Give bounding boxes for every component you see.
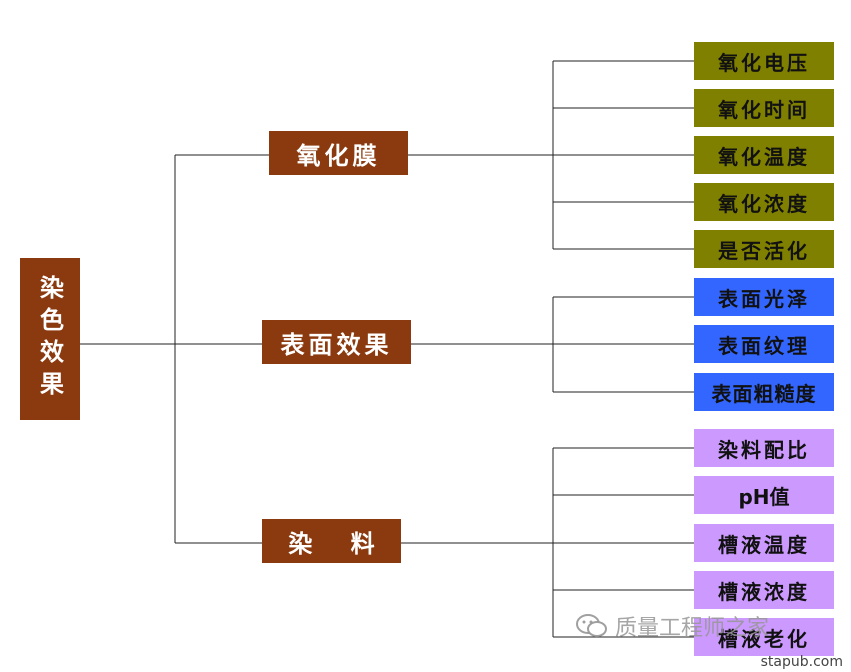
leaf-node: 染料配比 — [694, 429, 834, 467]
leaf-node: pH值 — [694, 476, 834, 514]
watermark-text: 质量工程师之家 — [615, 616, 770, 641]
leaf-node: 表面光泽 — [694, 278, 834, 316]
leaf-node: 氧化时间 — [694, 89, 834, 127]
branch-node-surface-effect: 表面效果 — [262, 320, 411, 364]
leaf-node: 表面纹理 — [694, 325, 834, 363]
leaf-node: 氧化温度 — [694, 136, 834, 174]
leaf-node: 氧化电压 — [694, 42, 834, 80]
source-credit: stapub.com — [760, 654, 843, 670]
leaf-node: 是否活化 — [694, 230, 834, 268]
leaf-node: 槽液老化 — [694, 618, 834, 656]
leaf-node: 槽液浓度 — [694, 571, 834, 609]
leaf-node: 氧化浓度 — [694, 183, 834, 221]
leaf-node: 表面粗糙度 — [694, 373, 834, 411]
leaf-node: 槽液温度 — [694, 524, 834, 562]
root-node: 染色效果 — [20, 258, 80, 420]
wechat-icon — [576, 614, 607, 637]
watermark: 质量工程师之家 — [575, 610, 769, 642]
branch-node-dye: 染 料 — [262, 519, 401, 563]
branch-node-oxide-film: 氧化膜 — [269, 131, 408, 175]
